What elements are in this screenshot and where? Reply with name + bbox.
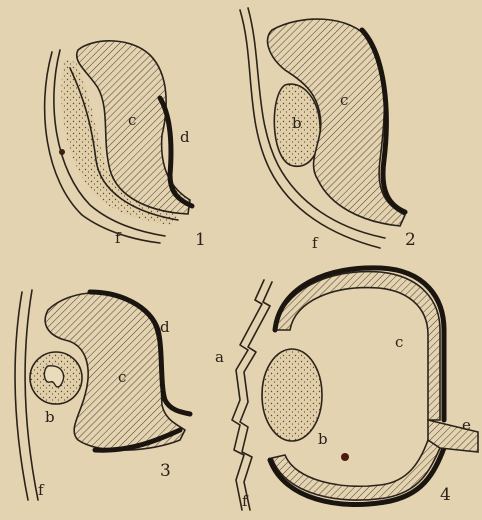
fig4-ink-spot [341,453,349,461]
fig3-label-b: b [45,408,55,426]
fig3-label-c: c [118,368,126,386]
figure-1: c d f 1 [45,41,206,250]
fig2-label-c: c [340,91,348,109]
fig1-label-d: d [180,128,190,146]
fig3-label-d: d [160,318,170,336]
fig4-number: 4 [440,485,451,505]
fig4-label-e: e [462,416,471,434]
fig4-label-c: c [395,333,403,351]
fig4-lens [262,349,322,441]
fig2-label-f: f [312,234,319,252]
fig2-label-b: b [292,114,302,132]
fig1-number: 1 [195,230,206,250]
fig1-label-f: f [115,229,122,247]
fig2-number: 2 [405,230,416,250]
fig1-ink-spot [59,149,65,155]
figure-4: a c b e f 4 [215,268,478,510]
fig4-label-a: a [215,348,224,366]
figure-3: d c b f 3 [15,290,190,500]
fig4-label-b: b [318,430,328,448]
fig1-label-c: c [128,111,136,129]
fig3-number: 3 [160,461,171,481]
figure-2: b c f 2 [240,8,416,252]
fig3-label-f: f [38,481,45,499]
fig4-ectoderm-outer [232,280,264,510]
